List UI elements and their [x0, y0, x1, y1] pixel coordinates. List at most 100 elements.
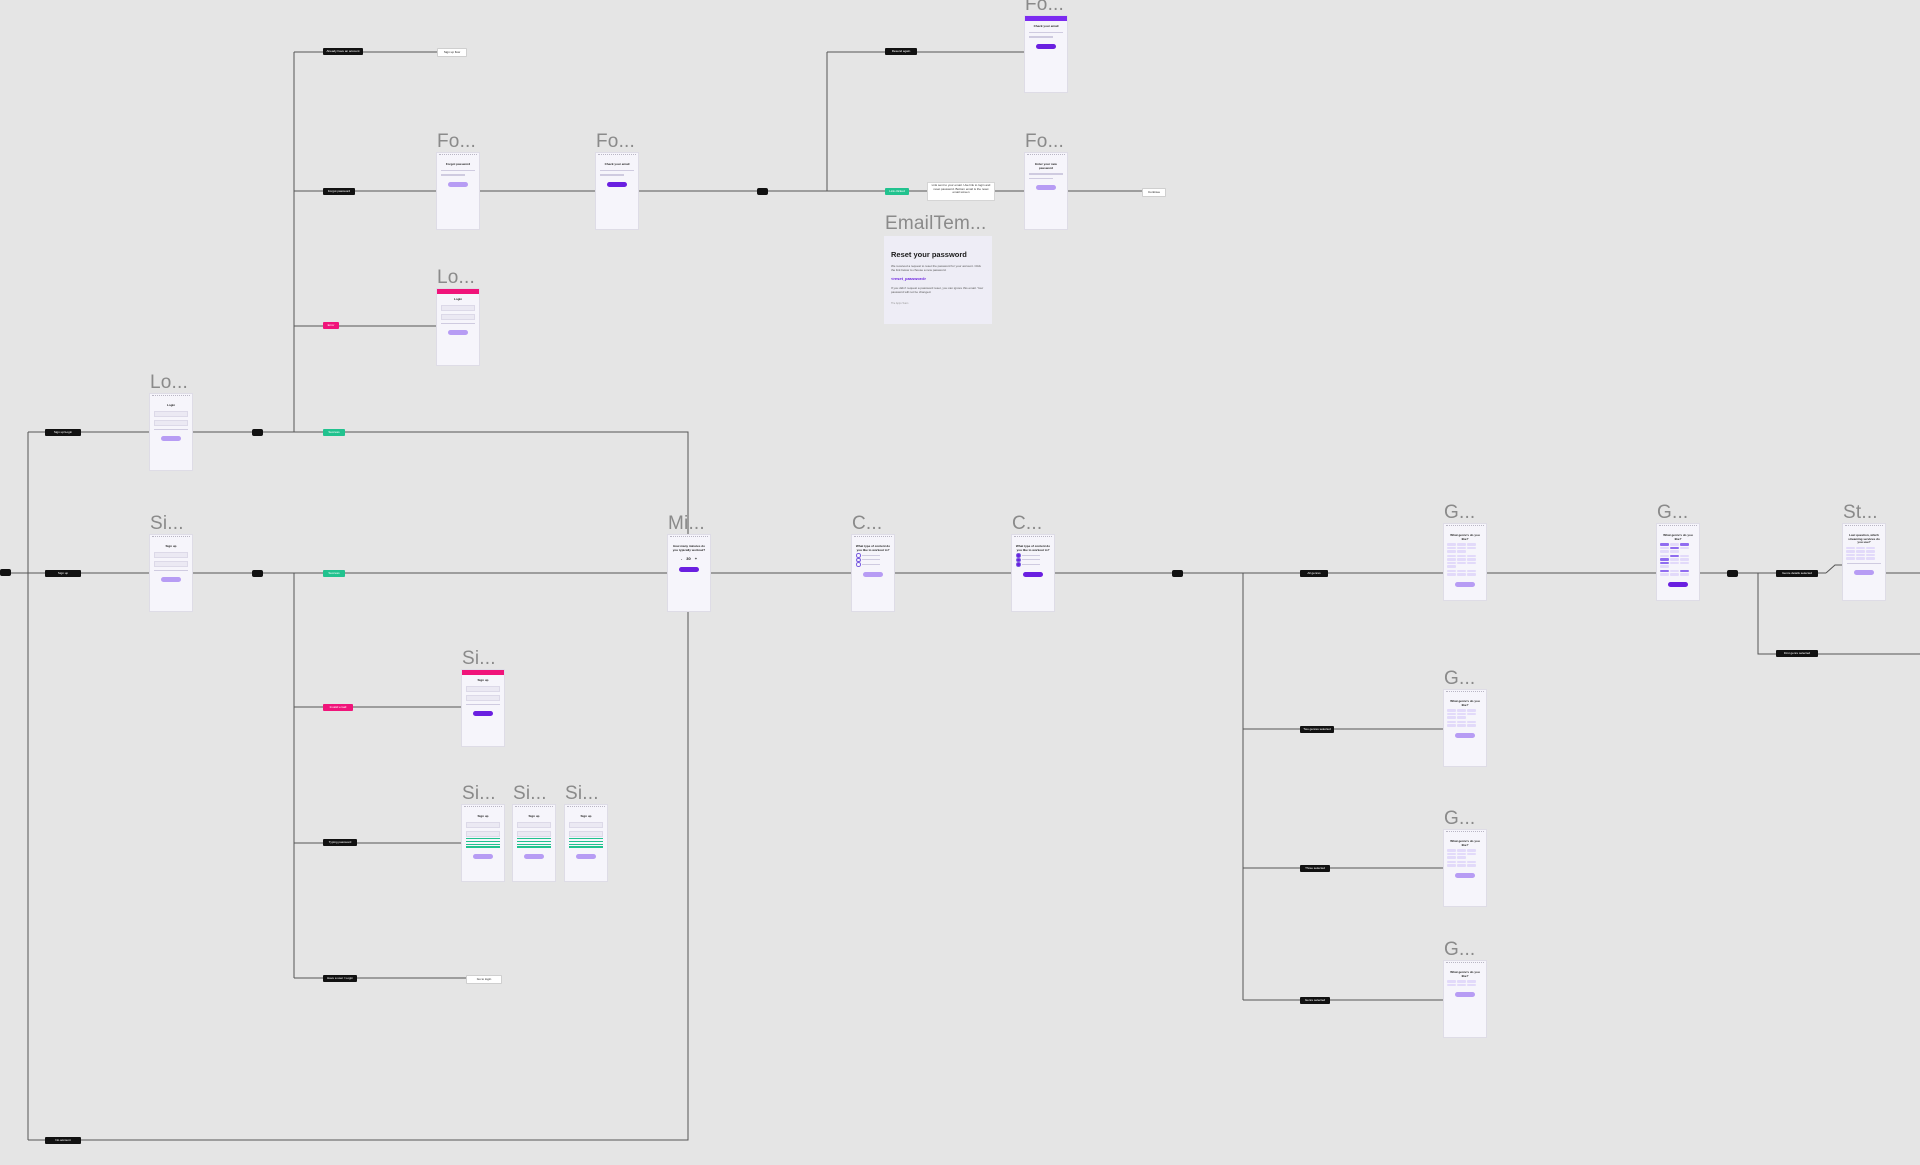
- primary-button[interactable]: [1455, 872, 1475, 878]
- primary-button[interactable]: [863, 571, 883, 577]
- screen-si-2[interactable]: Sign up: [462, 670, 504, 746]
- genre-chip[interactable]: [1457, 849, 1466, 852]
- genre-chip[interactable]: [1457, 980, 1466, 983]
- genre-chip[interactable]: [1846, 553, 1855, 556]
- genre-chip[interactable]: [1457, 716, 1466, 719]
- input-field[interactable]: [154, 419, 188, 426]
- genre-chip[interactable]: [1670, 543, 1679, 546]
- genre-chip[interactable]: [1457, 554, 1466, 557]
- genre-chip[interactable]: [1457, 558, 1466, 561]
- primary-button[interactable]: [1668, 581, 1688, 587]
- signup-hub-node[interactable]: [252, 570, 263, 577]
- screen-si-1[interactable]: Sign up: [150, 535, 192, 611]
- genre-chip[interactable]: [1660, 558, 1669, 561]
- genre-chip[interactable]: [1680, 546, 1689, 549]
- genre-chip[interactable]: [1447, 860, 1456, 863]
- genre-chip[interactable]: [1447, 543, 1456, 546]
- primary-button[interactable]: [1455, 992, 1475, 997]
- primary-button[interactable]: [161, 436, 181, 441]
- reset-password-link[interactable]: <reset_password>: [891, 276, 927, 281]
- genre-chip[interactable]: [1467, 720, 1476, 723]
- genre-chip[interactable]: [1457, 724, 1466, 727]
- genre-chip[interactable]: [1447, 724, 1456, 727]
- genre-chip[interactable]: [1680, 554, 1689, 557]
- primary-button[interactable]: [524, 853, 544, 859]
- genre-chip[interactable]: [1467, 852, 1476, 855]
- genre-chip[interactable]: [1447, 712, 1456, 715]
- genre-chip[interactable]: [1467, 573, 1476, 576]
- genre-chip[interactable]: [1680, 569, 1689, 572]
- genre-chip[interactable]: [1856, 550, 1865, 553]
- genre-chip[interactable]: [1457, 546, 1466, 549]
- genre-chip[interactable]: [1846, 557, 1855, 560]
- input-field[interactable]: [517, 821, 551, 828]
- genre-chip[interactable]: [1447, 720, 1456, 723]
- genre-chip[interactable]: [1866, 550, 1875, 553]
- genre-chip[interactable]: [1680, 543, 1689, 546]
- genre-chip[interactable]: [1457, 852, 1466, 855]
- genre-chip[interactable]: [1457, 860, 1466, 863]
- primary-button[interactable]: [473, 853, 493, 859]
- genre-chip[interactable]: [1680, 573, 1689, 576]
- input-field[interactable]: [466, 830, 500, 837]
- genre-chip[interactable]: [1670, 558, 1679, 561]
- screen-c-2[interactable]: What type of content do you like to work…: [1012, 535, 1054, 611]
- input-field[interactable]: [569, 821, 603, 828]
- screen-lo-2[interactable]: Login: [150, 394, 192, 470]
- genre-chip[interactable]: [1660, 550, 1669, 553]
- genre-chip[interactable]: [1670, 550, 1679, 553]
- genre-chip[interactable]: [1670, 569, 1679, 572]
- genre-chip[interactable]: [1457, 720, 1466, 723]
- genre-chip[interactable]: [1467, 849, 1476, 852]
- genre-chip[interactable]: [1467, 983, 1476, 986]
- genre-chip[interactable]: [1457, 709, 1466, 712]
- genre-chip[interactable]: [1447, 980, 1456, 983]
- genre-chip[interactable]: [1467, 543, 1476, 546]
- genre-chip[interactable]: [1846, 550, 1855, 553]
- genre-chip[interactable]: [1866, 557, 1875, 560]
- onboarding-hub-node[interactable]: [1172, 570, 1183, 577]
- genre-chip[interactable]: [1467, 860, 1476, 863]
- genre-chip[interactable]: [1660, 565, 1669, 568]
- screen-si-5[interactable]: Sign up: [565, 805, 607, 881]
- input-field[interactable]: [441, 304, 475, 311]
- genre-chip[interactable]: [1457, 856, 1466, 859]
- genre-chip[interactable]: [1457, 573, 1466, 576]
- genre-chip[interactable]: [1846, 546, 1855, 549]
- genre-chip[interactable]: [1447, 546, 1456, 549]
- screen-mi-1[interactable]: How many minutes do you typically workou…: [668, 535, 710, 611]
- primary-button[interactable]: [161, 577, 181, 582]
- genre-chip[interactable]: [1447, 983, 1456, 986]
- genre-hub-node[interactable]: [1727, 570, 1738, 577]
- genre-chip[interactable]: [1670, 561, 1679, 564]
- screen-si-4[interactable]: Sign up: [513, 805, 555, 881]
- input-field[interactable]: [154, 560, 188, 567]
- genre-chip[interactable]: [1447, 554, 1456, 557]
- screen-g-1[interactable]: What genre's do you like?: [1444, 524, 1486, 600]
- genre-chip[interactable]: [1457, 561, 1466, 564]
- genre-chip[interactable]: [1447, 716, 1456, 719]
- content-option[interactable]: [856, 557, 890, 562]
- reset-hub-node[interactable]: [757, 188, 768, 195]
- genre-chip[interactable]: [1467, 561, 1476, 564]
- genre-chip[interactable]: [1866, 553, 1875, 556]
- primary-button[interactable]: [679, 567, 699, 572]
- input-field[interactable]: [154, 551, 188, 558]
- login-hub-node[interactable]: [252, 429, 263, 436]
- screen-g-3[interactable]: What genre's do you like?: [1444, 690, 1486, 766]
- screen-fo-2[interactable]: Check your email: [596, 153, 638, 229]
- genre-chip[interactable]: [1670, 546, 1679, 549]
- genre-chip[interactable]: [1447, 856, 1456, 859]
- screen-g-4[interactable]: What genre's do you like?: [1444, 830, 1486, 906]
- screen-si-3[interactable]: Sign up: [462, 805, 504, 881]
- primary-button[interactable]: [607, 181, 627, 187]
- genre-chip[interactable]: [1660, 543, 1669, 546]
- primary-button[interactable]: [576, 853, 596, 859]
- genre-chip[interactable]: [1457, 550, 1466, 553]
- minutes-stepper[interactable]: -30+: [680, 556, 698, 561]
- genre-chip[interactable]: [1467, 558, 1476, 561]
- genre-chip[interactable]: [1467, 709, 1476, 712]
- genre-chip[interactable]: [1660, 573, 1669, 576]
- genre-chip[interactable]: [1660, 554, 1669, 557]
- primary-button[interactable]: [1023, 571, 1043, 577]
